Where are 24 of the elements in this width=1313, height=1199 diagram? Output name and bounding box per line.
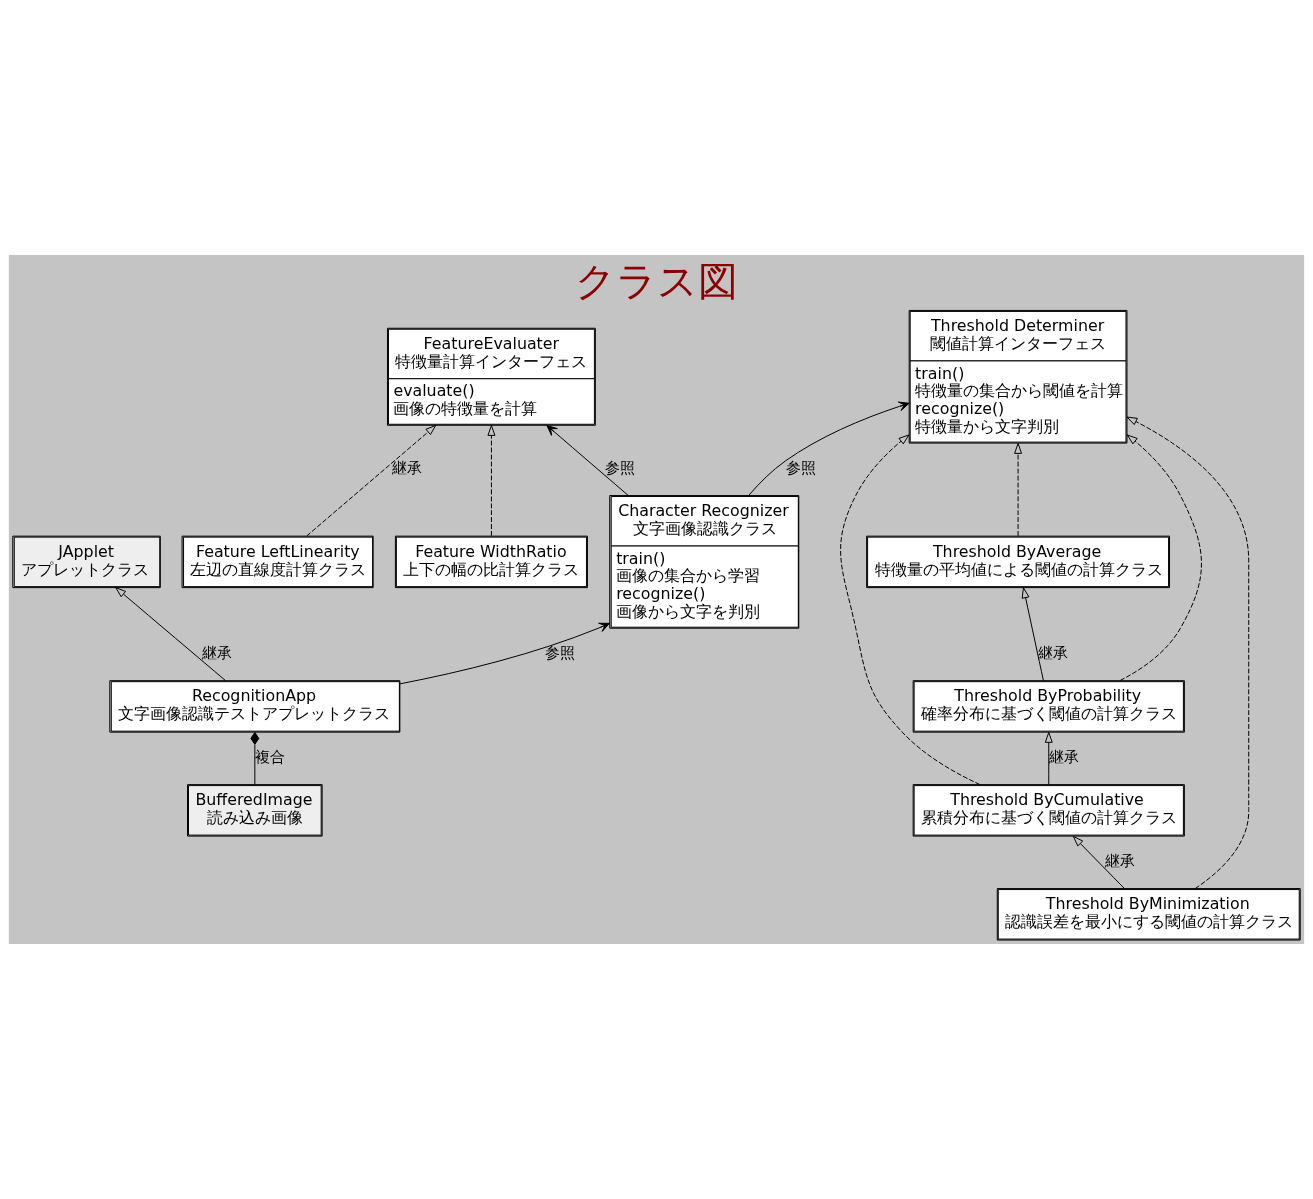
arrow <box>748 401 910 496</box>
edge-label: 継承 <box>391 458 422 476</box>
edge-label: 参照 <box>545 643 576 661</box>
connector <box>250 731 260 785</box>
edge-label: 継承 <box>1049 747 1080 765</box>
arrow <box>399 622 610 685</box>
edge-label: 参照 <box>604 458 635 476</box>
diagram-title: クラス図 <box>575 257 738 304</box>
arrow <box>840 434 981 785</box>
arrow <box>546 425 629 497</box>
arrow <box>1021 587 1044 682</box>
arrow <box>115 587 226 682</box>
edge-label: 継承 <box>1104 851 1135 869</box>
edge-label: 継承 <box>201 643 232 661</box>
arrow <box>1014 443 1023 537</box>
arrow <box>1119 434 1202 681</box>
arrow <box>1072 835 1125 889</box>
edge-label: 継承 <box>1038 643 1069 661</box>
arrow <box>1044 731 1053 785</box>
arrow <box>306 425 437 537</box>
edge-label: 複合 <box>255 747 286 765</box>
arrow <box>487 425 496 537</box>
edge-label: 参照 <box>785 458 816 476</box>
arrow <box>1126 416 1250 890</box>
